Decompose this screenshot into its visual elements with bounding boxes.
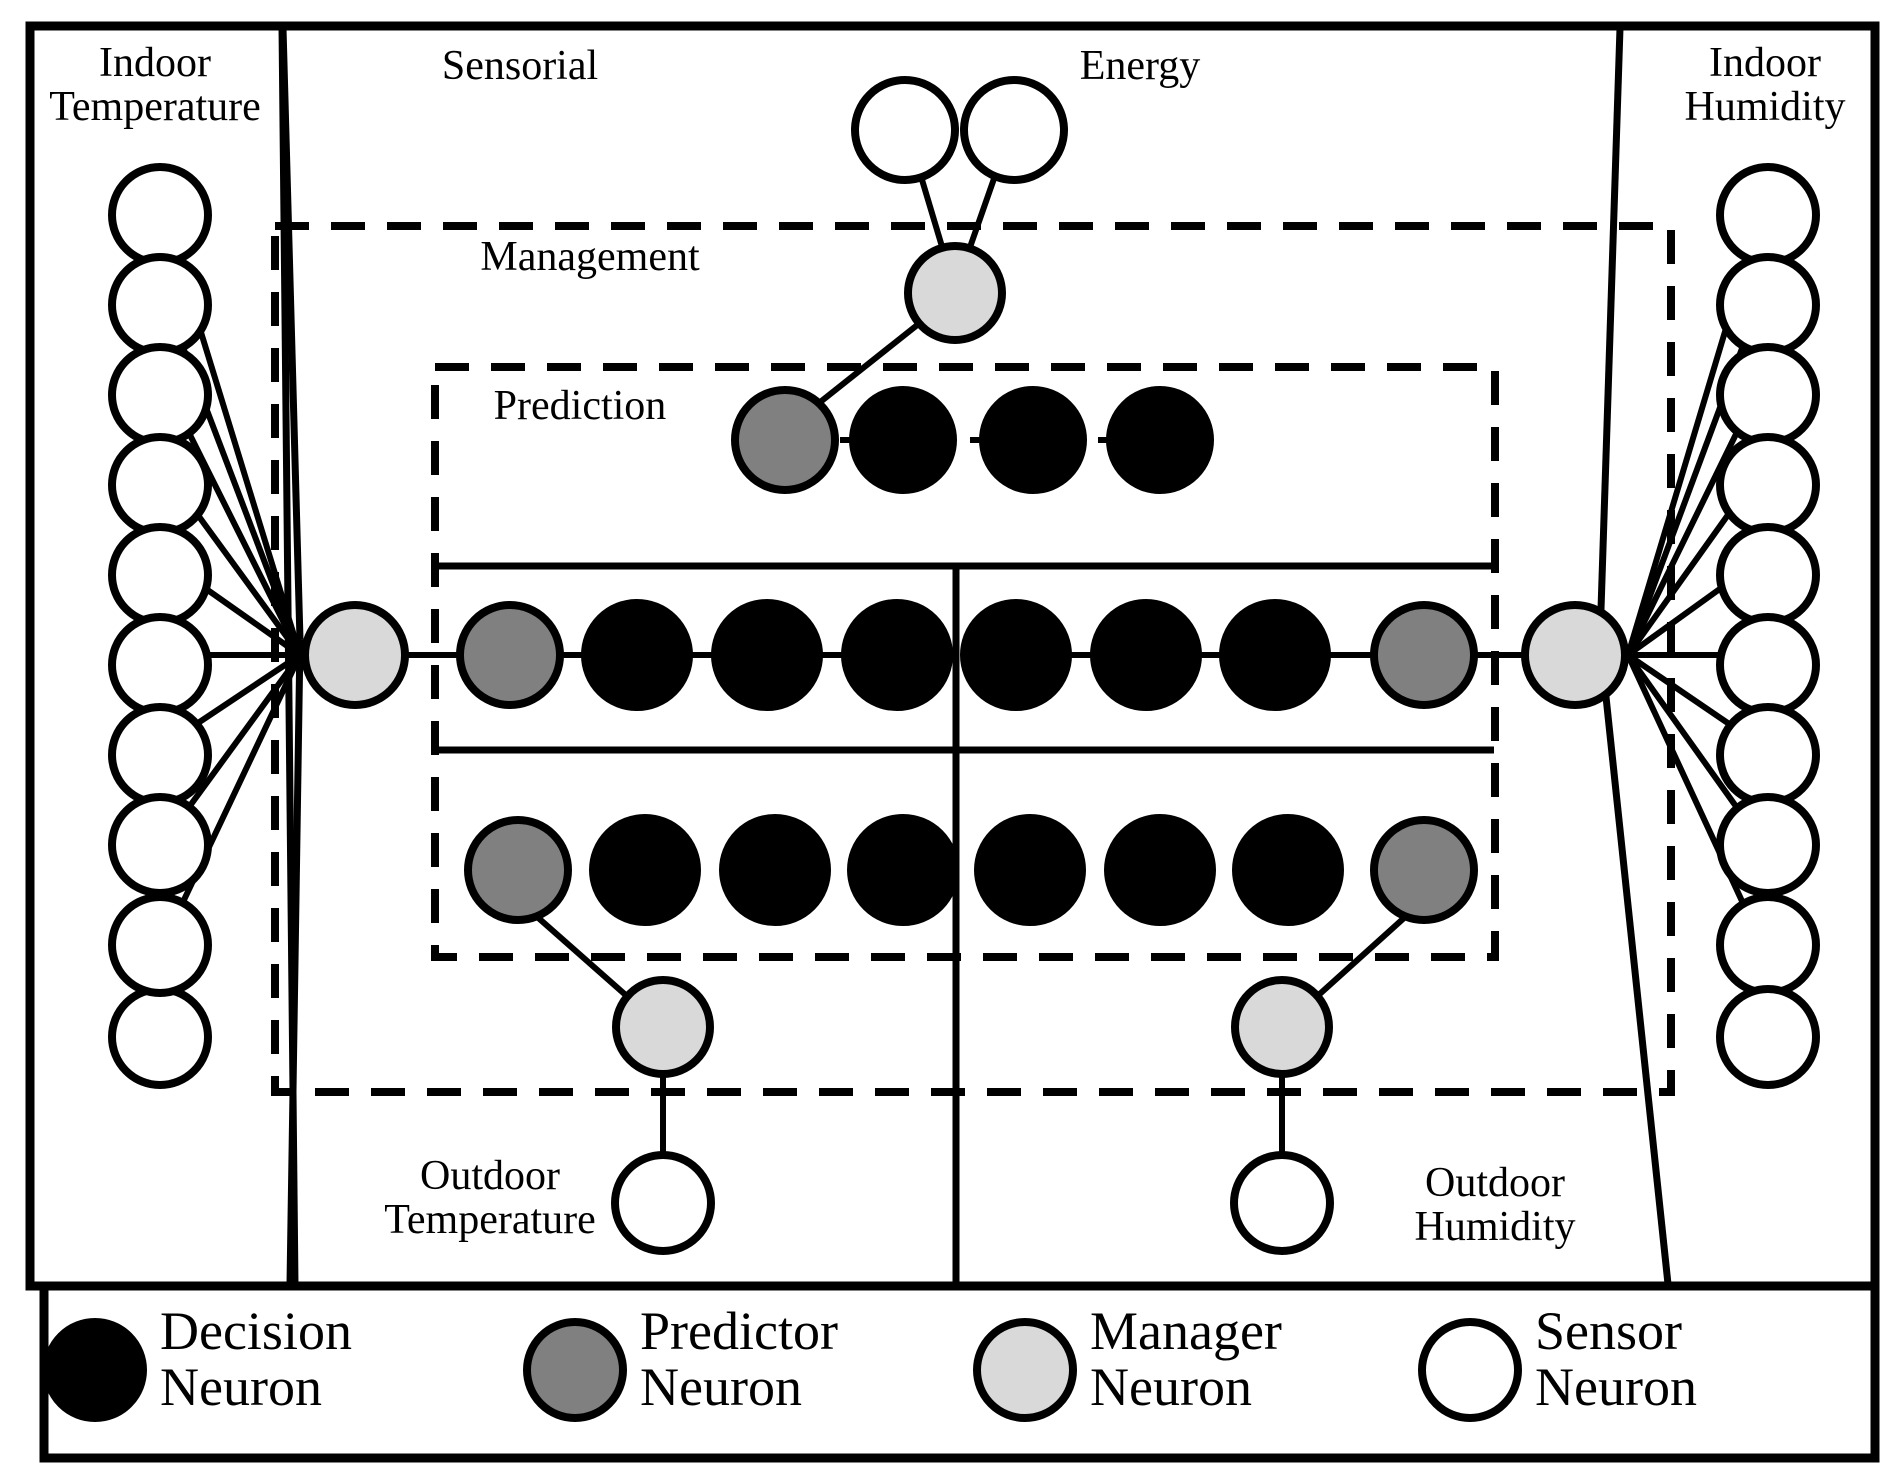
sensor-column-indoor-humidity xyxy=(1716,163,1820,1089)
sensor-neuron-energy[interactable] xyxy=(851,76,959,184)
sensor-neuron[interactable] xyxy=(108,253,212,357)
sensor-neuron[interactable] xyxy=(1716,793,1820,897)
wedge-left-upper xyxy=(279,27,304,641)
wedge-left-lower xyxy=(286,639,304,1285)
sensor-neuron[interactable] xyxy=(1716,523,1820,627)
decision-neuron[interactable] xyxy=(589,814,701,926)
predictor-neuron[interactable] xyxy=(464,816,572,924)
sensor-neuron[interactable] xyxy=(1716,703,1820,807)
decision-neuron[interactable] xyxy=(847,814,959,926)
prediction-region-box xyxy=(431,363,1499,961)
legend-swatch-sensor-neuron xyxy=(1418,1318,1522,1422)
decision-neuron[interactable] xyxy=(1104,814,1216,926)
label-sensorial: Sensorial xyxy=(441,43,599,89)
predictor-neuron[interactable] xyxy=(1370,601,1478,709)
manager-neuron-outdoor-temperature[interactable] xyxy=(612,976,714,1078)
label-energy: Energy xyxy=(1079,43,1201,89)
prediction-row xyxy=(731,386,1214,494)
sensor-neuron-outdoor-temperature[interactable] xyxy=(611,1151,715,1255)
label-prediction: Prediction xyxy=(493,383,667,429)
manager-neuron-outdoor-humidity[interactable] xyxy=(1231,976,1333,1078)
manager-neuron-energy[interactable] xyxy=(904,242,1006,344)
sensor-neuron[interactable] xyxy=(1716,253,1820,357)
sensor-neuron[interactable] xyxy=(108,163,212,267)
decision-neuron[interactable] xyxy=(581,599,693,711)
sensor-group-energy xyxy=(851,76,1068,184)
decision-neuron[interactable] xyxy=(979,386,1087,494)
wedge-right-lower xyxy=(1596,639,1672,1285)
predictor-neuron[interactable] xyxy=(731,386,839,494)
predictor-neuron[interactable] xyxy=(456,601,564,709)
decision-neuron[interactable] xyxy=(974,814,1086,926)
manager-neuron-indoor-humidity[interactable] xyxy=(1521,601,1629,709)
predictor-neuron[interactable] xyxy=(1370,816,1478,924)
sensor-neuron-energy[interactable] xyxy=(960,76,1068,184)
sensor-neuron[interactable] xyxy=(108,613,212,717)
decision-neuron[interactable] xyxy=(1106,386,1214,494)
manager-neuron-indoor-temperature[interactable] xyxy=(301,601,409,709)
decision-neuron[interactable] xyxy=(1219,599,1331,711)
sensor-neuron[interactable] xyxy=(1716,613,1820,717)
middle-row-left xyxy=(301,599,953,711)
sensor-neuron[interactable] xyxy=(108,433,212,537)
decision-neuron[interactable] xyxy=(711,599,823,711)
label-indoor-humidity: Indoor Humidity xyxy=(1684,40,1846,130)
sensor-neuron[interactable] xyxy=(1716,893,1820,997)
decision-neuron[interactable] xyxy=(1232,814,1344,926)
decision-neuron[interactable] xyxy=(960,599,1072,711)
middle-row-right xyxy=(960,599,1629,711)
sensor-neuron[interactable] xyxy=(108,985,212,1089)
bottom-row-right xyxy=(974,814,1478,926)
sensor-neuron[interactable] xyxy=(108,893,212,997)
legend-swatch-predictor-neuron xyxy=(523,1318,627,1422)
wedge-right-upper xyxy=(1596,27,1624,641)
decision-neuron[interactable] xyxy=(841,599,953,711)
sensor-neuron[interactable] xyxy=(108,343,212,447)
sensor-neuron[interactable] xyxy=(1716,985,1820,1089)
legend-label-manager-neuron: Manager Neuron xyxy=(1090,1301,1282,1418)
sensor-neuron[interactable] xyxy=(1716,163,1820,267)
sensor-neuron[interactable] xyxy=(108,523,212,627)
legend-swatch-manager-neuron xyxy=(973,1318,1077,1422)
management-region-box xyxy=(271,222,1675,1096)
legend-label-predictor-neuron: Predictor Neuron xyxy=(640,1301,838,1418)
legend-label-sensor-neuron: Sensor Neuron xyxy=(1535,1301,1697,1418)
decision-neuron[interactable] xyxy=(849,386,957,494)
sensor-column-indoor-temperature xyxy=(108,163,212,1089)
legend-label-decision-neuron: Decision Neuron xyxy=(160,1301,352,1418)
label-indoor-temperature: Indoor Temperature xyxy=(49,40,261,130)
sensor-neuron[interactable] xyxy=(108,703,212,807)
label-management: Management xyxy=(480,234,700,280)
sensor-neuron[interactable] xyxy=(108,793,212,897)
bottom-row-left xyxy=(464,814,959,926)
decision-neuron[interactable] xyxy=(1090,599,1202,711)
label-outdoor-temperature: Outdoor Temperature xyxy=(384,1153,596,1243)
sensor-neuron[interactable] xyxy=(1716,433,1820,537)
sensor-neuron[interactable] xyxy=(1716,343,1820,447)
decision-neuron[interactable] xyxy=(719,814,831,926)
legend-swatch-decision-neuron xyxy=(43,1318,147,1422)
label-outdoor-humidity: Outdoor Humidity xyxy=(1414,1160,1576,1250)
sensor-neuron-outdoor-humidity[interactable] xyxy=(1230,1151,1334,1255)
